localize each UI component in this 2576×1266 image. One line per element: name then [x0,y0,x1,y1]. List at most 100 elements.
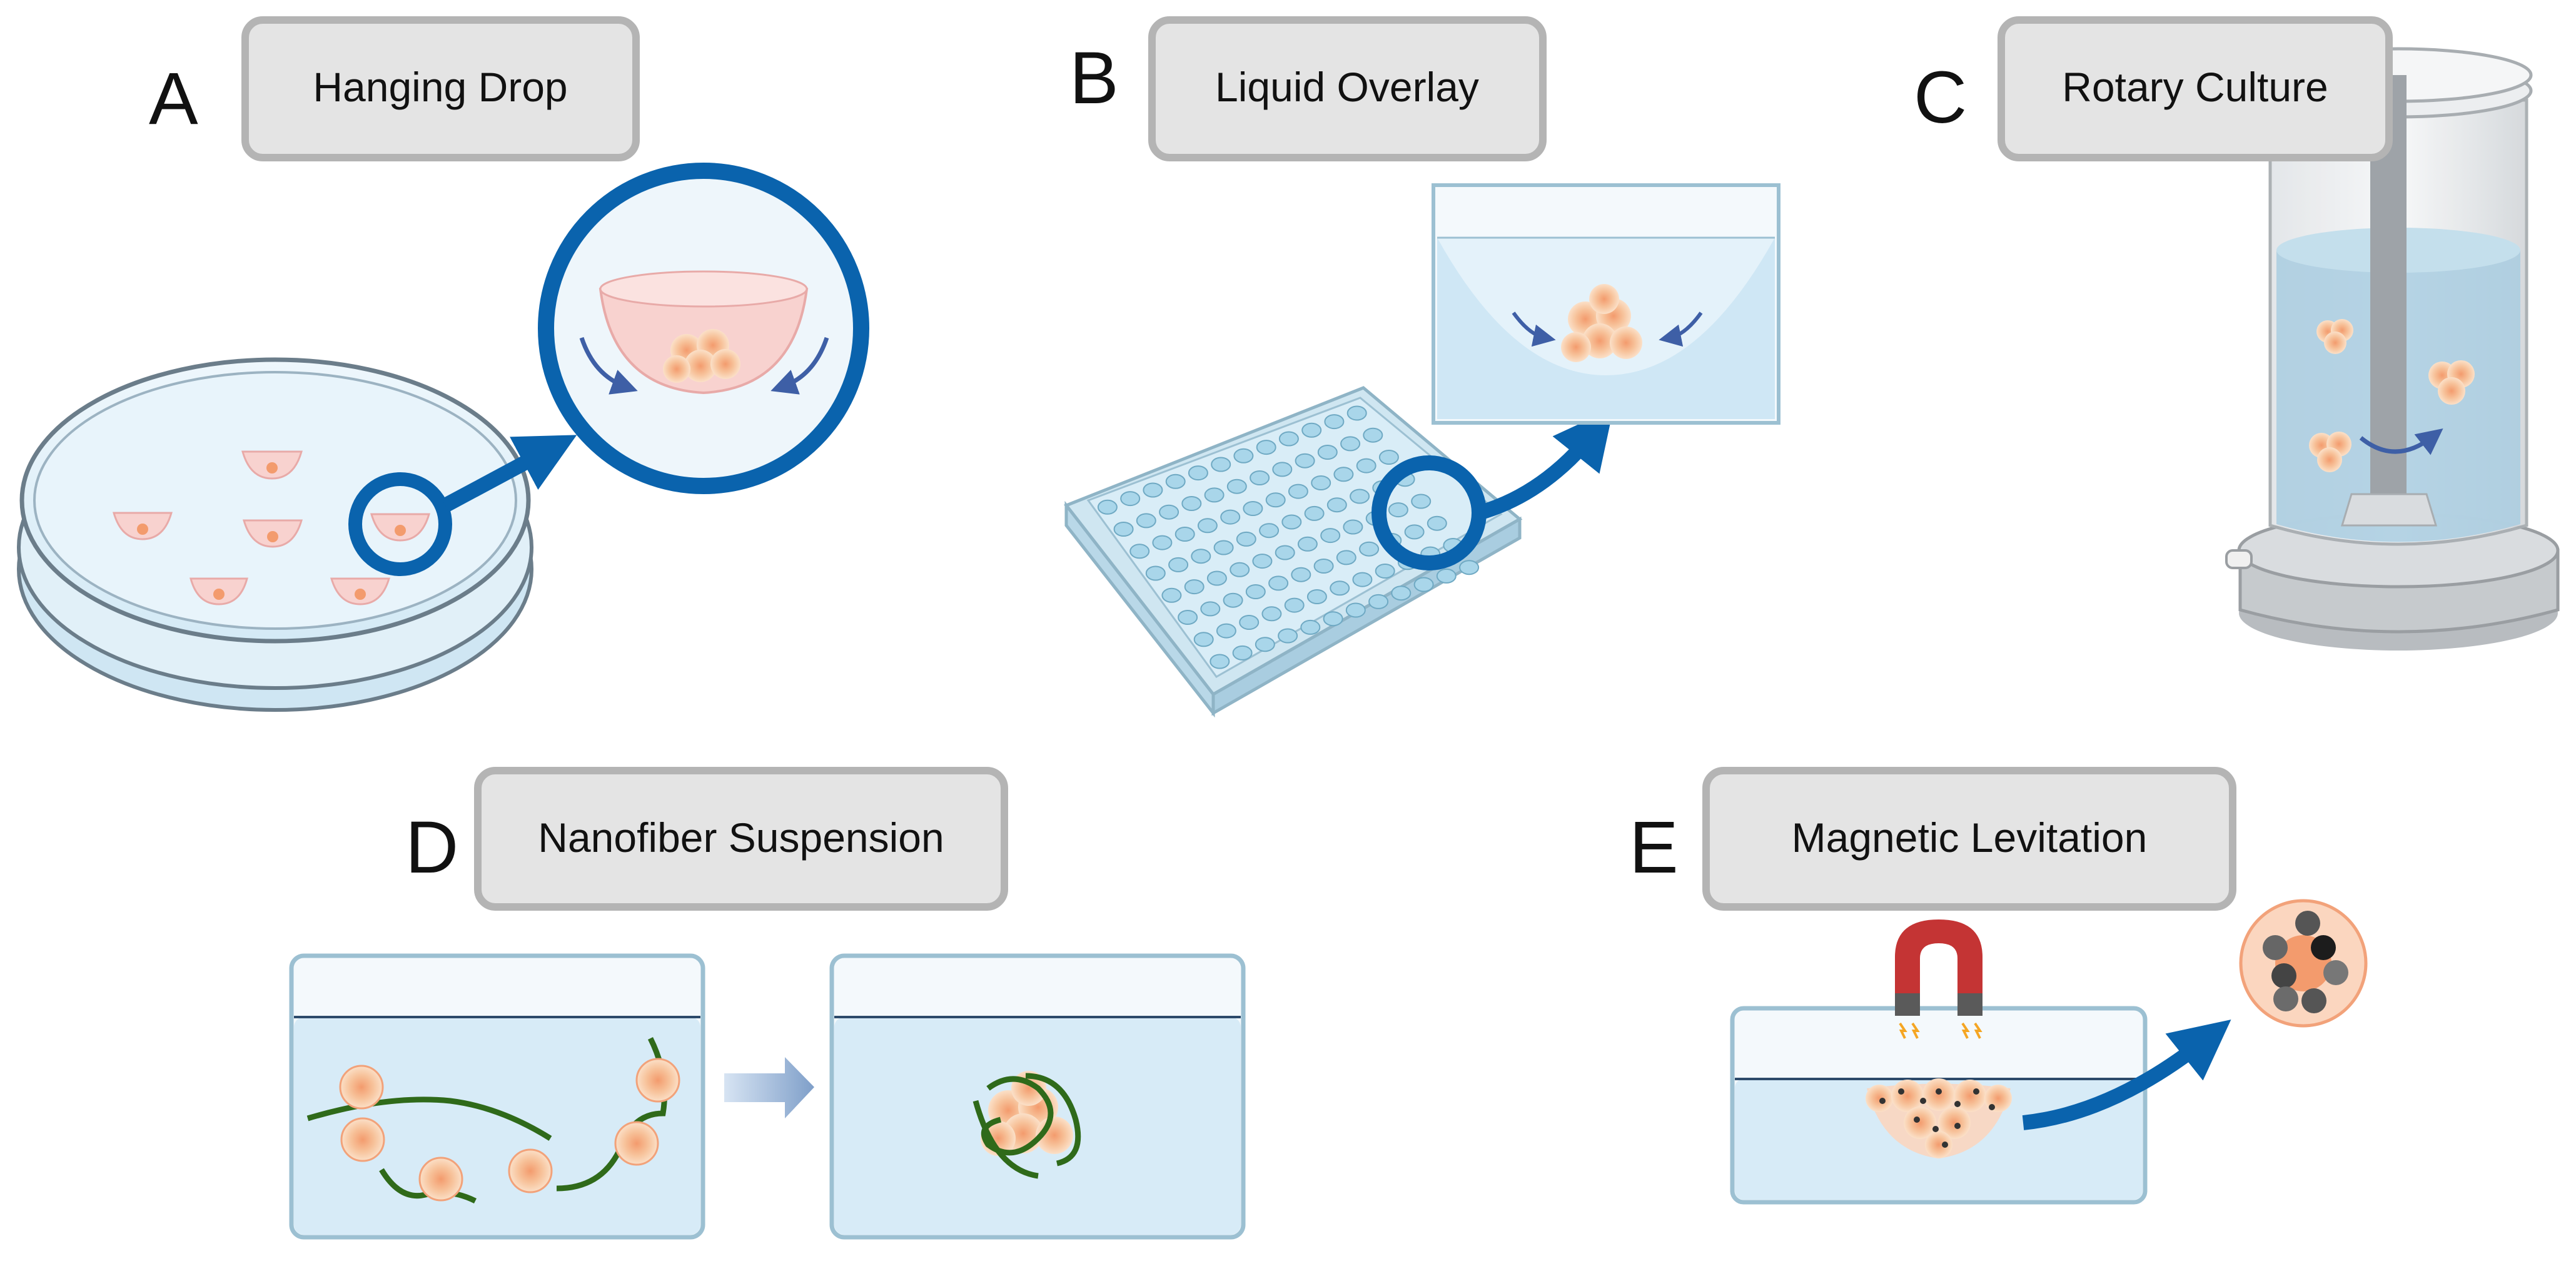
well [1136,513,1156,529]
well [1233,448,1254,463]
panel-c-letter: C [1914,56,1967,139]
well [1345,602,1366,618]
spheroid-icon [1561,284,1642,362]
well [1232,645,1253,661]
well [1330,580,1350,596]
well [1152,535,1173,550]
well [1178,610,1198,625]
well [1375,564,1395,579]
well [1159,504,1179,520]
well [1288,484,1308,499]
zoomed-well [1432,183,1780,425]
well [1168,557,1189,572]
well [1097,499,1118,515]
panel-b-title: Liquid Overlay [1215,64,1479,110]
well [1436,568,1457,584]
well [1197,518,1218,534]
panel-a: A Hanging Drop [17,16,869,712]
arrow-icon [1477,408,1614,520]
panel-e-letter: E [1629,806,1679,889]
well [1239,615,1260,630]
well [1378,450,1399,465]
well [1275,545,1295,560]
well [1230,562,1250,577]
spheroid-icon [2309,432,2351,472]
well [1350,489,1370,504]
well [1256,440,1276,455]
well [1204,487,1225,503]
well [1323,611,1343,627]
panel-c-title: Rotary Culture [2062,64,2328,110]
well [1343,519,1363,535]
well [1265,492,1286,508]
panel-b-letter: B [1069,37,1119,119]
well [1301,422,1322,438]
well [1346,405,1367,421]
panel-e: E Magnetic Levitation [1629,767,2368,1205]
zoom-circle-a [538,163,869,494]
panel-d-title-box: Nanofiber Suspension [474,767,1008,911]
panel-a-title-box: Hanging Drop [241,16,640,161]
container-after [829,953,1246,1240]
panel-a-title: Hanging Drop [313,64,567,110]
nanoparticle-cell [2239,899,2368,1028]
panel-e-title: Magnetic Levitation [1792,814,2148,861]
well [1161,587,1182,603]
panel-d: D Nanofiber Suspension [289,767,1246,1240]
well [1411,494,1432,509]
zoom-ring-small [348,472,452,576]
well [1311,475,1331,490]
spheroid-icon [663,329,740,383]
well [1340,436,1361,452]
well [1278,431,1299,447]
well [1427,515,1447,531]
well [1223,592,1243,608]
well [1268,575,1289,591]
hanging-drops [113,450,430,605]
well [1363,427,1383,443]
well [1284,597,1305,613]
well [1336,550,1356,565]
well [1193,632,1214,647]
well [1181,496,1202,511]
magnet-icon [1895,919,1983,1039]
panel-b: B Liquid Overlay [1063,16,1780,718]
well [1368,594,1389,609]
well [1250,470,1270,485]
well [1252,554,1273,569]
well [1459,560,1480,575]
well [1304,505,1325,521]
well [1245,584,1266,599]
well [1206,570,1227,586]
spheroid-icon [2316,319,2353,354]
well [1291,567,1311,582]
rotary-bioreactor-icon [2225,47,2560,651]
well [1113,522,1134,537]
well [1226,479,1247,494]
well [1317,445,1338,460]
well [1211,457,1231,472]
well [1297,536,1318,552]
well [1326,497,1347,513]
well [1213,540,1234,555]
panel-d-letter: D [405,806,458,889]
well [1210,654,1230,669]
well [1272,462,1293,477]
well [1300,619,1321,635]
well [1216,623,1236,639]
well [1413,577,1434,592]
well [1200,601,1221,617]
well [1388,502,1408,518]
well [1255,637,1275,652]
well [1220,509,1241,525]
well [1261,606,1282,622]
well [1143,482,1163,498]
well [1259,523,1280,539]
well [1236,531,1256,547]
well [1188,465,1208,481]
arrow-icon [442,435,577,512]
well [1320,528,1341,544]
well [1356,458,1376,473]
well [1145,565,1166,581]
